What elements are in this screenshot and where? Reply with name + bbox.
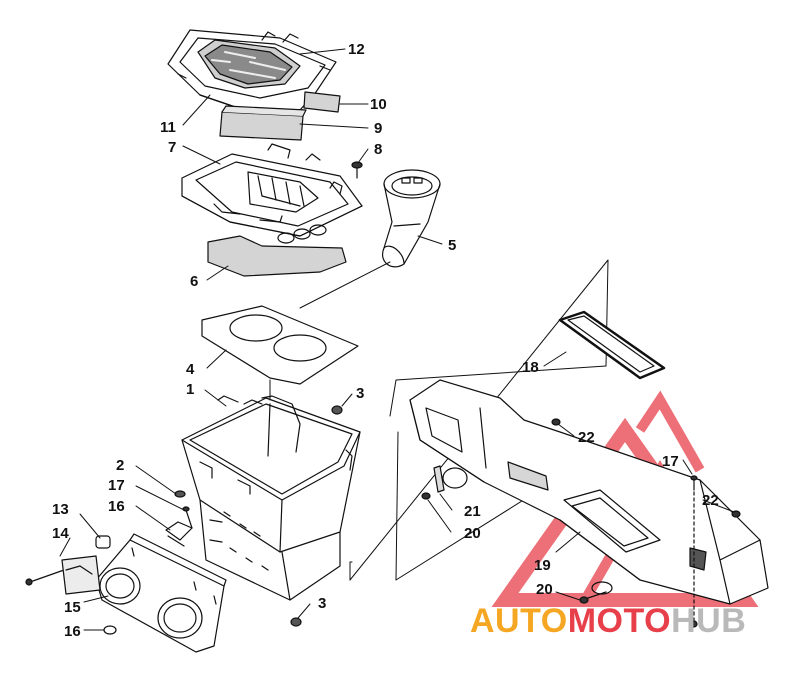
- bolt-part-left: [182, 506, 193, 529]
- callout-3-top: 3: [356, 385, 364, 402]
- callout-18: 18: [522, 359, 539, 376]
- callout-6: 6: [190, 273, 198, 290]
- callout-4: 4: [186, 361, 195, 378]
- callout-13: 13: [52, 501, 69, 518]
- filter-cover-part: [167, 29, 337, 113]
- spacer-part: [95, 535, 111, 549]
- callout-10: 10: [370, 96, 387, 113]
- clip-part: [433, 465, 468, 493]
- callout-20-upper: 20: [464, 525, 481, 542]
- bolt-part-right: [690, 475, 698, 628]
- airbox-part: [181, 395, 361, 601]
- callout-3-bottom: 3: [318, 595, 326, 612]
- callout-16-lower: 16: [64, 623, 81, 640]
- svg-text:AUTOMOTOHUB: AUTOMOTOHUB: [470, 602, 746, 640]
- leader-lines: [59, 48, 735, 631]
- screw-part-22-lower: [731, 510, 741, 518]
- callout-1: 1: [186, 381, 194, 398]
- gasket-part: [201, 305, 359, 385]
- callout-21: 21: [464, 503, 481, 520]
- callout-16-upper: 16: [108, 498, 125, 515]
- long-bolt-part: [25, 569, 65, 586]
- screw-part-20-upper: [421, 492, 431, 500]
- grommet-part-bottom: [290, 617, 302, 627]
- upper-foam-filter-part: [303, 91, 341, 113]
- bushing-part: [174, 490, 186, 498]
- callout-7: 7: [168, 139, 176, 156]
- intake-duct-part: [409, 379, 769, 605]
- callout-22-upper: 22: [578, 429, 595, 446]
- callout-11: 11: [160, 119, 176, 136]
- callout-14: 14: [52, 525, 69, 542]
- watermark-auto: AUTO: [470, 602, 568, 640]
- callout-15: 15: [64, 599, 81, 616]
- callout-2: 2: [116, 457, 124, 474]
- plug-part: [103, 625, 117, 635]
- grommet-part-top: [331, 405, 343, 415]
- intake-boot-part: [382, 169, 441, 268]
- screw-part-8: [351, 161, 363, 179]
- callout-9: 9: [374, 120, 382, 137]
- callout-17-right: 17: [662, 453, 679, 470]
- callout-8: 8: [374, 141, 382, 158]
- lower-foam-part: [207, 235, 347, 277]
- callout-22-lower: 22: [702, 492, 719, 509]
- filter-tray-part: [181, 143, 363, 244]
- clamp-part: [165, 521, 193, 547]
- seal-part: [558, 310, 666, 380]
- watermark-moto: MOTO: [568, 602, 671, 640]
- callout-5: 5: [448, 237, 456, 254]
- callout-20-lower: 20: [536, 581, 553, 598]
- callout-labels: 12 10 9 11 7 8 5 6 4 1 3 18 22 17 22 2 1…: [52, 41, 719, 640]
- foam-filter-part: [219, 105, 307, 141]
- callout-12: 12: [348, 41, 365, 58]
- watermark-hub: HUB: [671, 602, 746, 640]
- callout-17-left: 17: [108, 477, 125, 494]
- callout-19: 19: [534, 557, 551, 574]
- watermark-text: AUTOMOTOHUB: [470, 602, 746, 640]
- intake-silencer-part: [61, 533, 227, 653]
